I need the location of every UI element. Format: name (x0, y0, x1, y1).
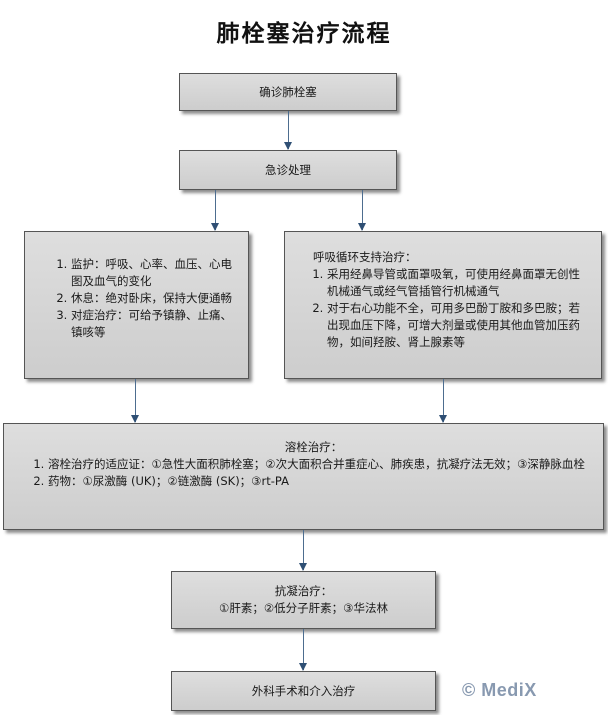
page-title: 肺栓塞治疗流程 (216, 20, 392, 47)
respiratory-heading: 呼吸循环支持治疗： (313, 250, 417, 264)
medix-watermark: © MediX (462, 680, 537, 700)
confirm-pe-box: 确诊肺栓塞 (179, 73, 397, 111)
thrombolysis-heading: 溶栓治疗： (284, 440, 343, 454)
surgery-label: 外科手术和介入治疗 (251, 683, 356, 698)
monitor-box: 监护：呼吸、心率、血压、心电图及血气的变化 休息：绝对卧床，保持大便通畅 对症治… (24, 231, 249, 379)
respiratory-item-2: 对于右心功能不全，可用多巴酚丁胺和多巴胺；若出现血压下降，可增大剂量或使用其他血… (327, 300, 591, 351)
monitor-list: 监护：呼吸、心率、血压、心电图及血气的变化 休息：绝对卧床，保持大便通畅 对症治… (53, 256, 234, 341)
emergency-label: 急诊处理 (265, 162, 311, 177)
thrombolysis-item-2: 药物：①尿激酶 (UK)；②链激酶 (SK)；③rt-PA (48, 473, 593, 490)
anticoag-body: ①肝素；②低分子肝素；③华法林 (219, 601, 388, 615)
arrow-respiratory-to-thrombolysis (438, 379, 447, 423)
monitor-item-3: 对症治疗：可给予镇静、止痛、镇咳等 (71, 307, 234, 341)
arrow-emergency-to-respiratory (357, 190, 366, 231)
emergency-box: 急诊处理 (179, 150, 397, 190)
arrow-emergency-to-monitor (210, 190, 219, 231)
surgery-box: 外科手术和介入治疗 (171, 671, 436, 711)
monitor-item-1: 监护：呼吸、心率、血压、心电图及血气的变化 (71, 256, 234, 290)
respiratory-item-1: 采用经鼻导管或面罩吸氧，可使用经鼻面罩无创性机械通气或经气管插管行机械通气 (327, 266, 591, 300)
confirm-pe-label: 确诊肺栓塞 (259, 84, 317, 99)
arrow-monitor-to-thrombolysis (130, 379, 139, 423)
respiratory-box: 呼吸循环支持治疗： 采用经鼻导管或面罩吸氧，可使用经鼻面罩无创性机械通气或经气管… (284, 231, 602, 379)
arrow-thrombolysis-to-anticoag (298, 530, 307, 571)
respiratory-list: 采用经鼻导管或面罩吸氧，可使用经鼻面罩无创性机械通气或经气管插管行机械通气 对于… (313, 266, 591, 351)
thrombolysis-item-1: 溶栓治疗的适应证：①急性大面积肺栓塞；②次大面积合并重症心、肺疾患，抗凝疗法无效… (48, 456, 593, 473)
monitor-item-2: 休息：绝对卧床，保持大便通畅 (71, 290, 234, 307)
arrow-anticoag-to-surgery (298, 629, 307, 671)
anticoag-box: 抗凝治疗： ①肝素；②低分子肝素；③华法林 (171, 571, 436, 629)
thrombolysis-list: 溶栓治疗的适应证：①急性大面积肺栓塞；②次大面积合并重症心、肺疾患，抗凝疗法无效… (34, 456, 593, 490)
anticoag-heading: 抗凝治疗： (274, 584, 333, 598)
arrow-confirm-to-emergency (283, 111, 292, 150)
thrombolysis-box: 溶栓治疗： 溶栓治疗的适应证：①急性大面积肺栓塞；②次大面积合并重症心、肺疾患，… (3, 423, 604, 530)
